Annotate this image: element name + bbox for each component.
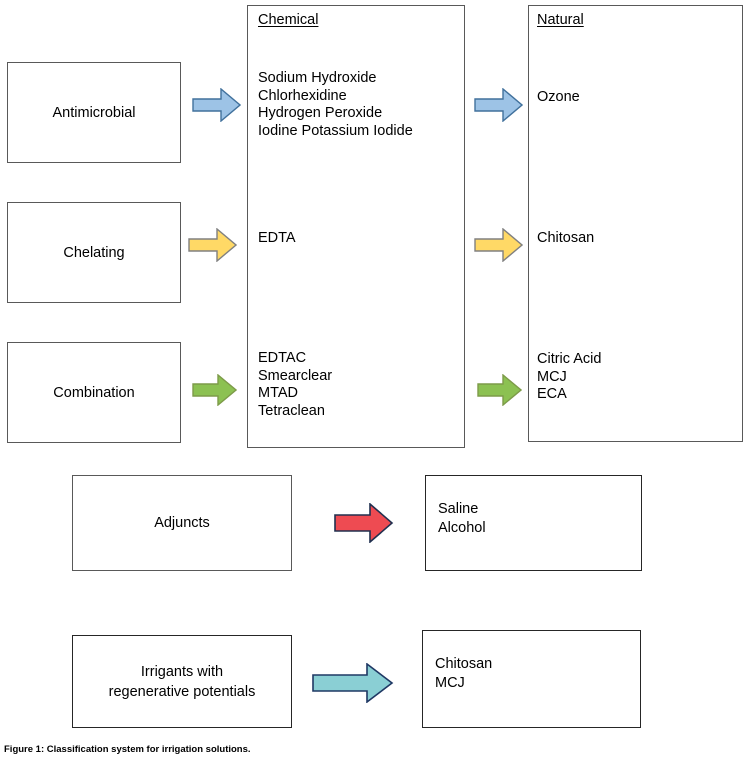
natural-column-box — [528, 5, 743, 442]
category-box-irrigants-regenerative: Irrigants with regenerative potentials — [72, 635, 292, 728]
category-label-antimicrobial: Antimicrobial — [52, 104, 136, 121]
result-box-irrigants-regenerative: Chitosan MCJ — [422, 630, 641, 728]
chemical-column-box — [247, 5, 465, 448]
right-arrow-icon-antimicrobial-natural — [474, 88, 523, 122]
figure-caption-label: Figure 1: — [4, 744, 45, 755]
figure-caption: Figure 1: Classification system for irri… — [4, 744, 251, 756]
right-arrow-icon-combination-chemical — [192, 374, 237, 406]
right-arrow-icon-chelating-chemical — [188, 228, 237, 262]
right-arrow-icon-antimicrobial-chemical — [192, 88, 241, 122]
category-label-adjuncts: Adjuncts — [154, 515, 210, 531]
chemical-items-antimicrobial: Sodium Hydroxide Chlorhexidine Hydrogen … — [258, 70, 413, 139]
right-arrow-icon-irrigants-regenerative — [312, 663, 394, 703]
result-box-adjuncts: Saline Alcohol — [425, 475, 642, 571]
category-label-irrigants-regenerative: Irrigants with regenerative potentials — [108, 663, 256, 700]
natural-column-header: Natural — [537, 12, 584, 28]
category-box-chelating: Chelating — [7, 202, 181, 303]
right-arrow-icon-chelating-natural — [474, 228, 523, 262]
result-items-irrigants-regenerative: Chitosan MCJ — [435, 656, 493, 691]
category-box-antimicrobial: Antimicrobial — [7, 62, 181, 163]
natural-items-chelating: Chitosan — [537, 230, 595, 246]
right-arrow-icon-adjuncts — [334, 503, 394, 543]
chemical-column-header: Chemical — [258, 12, 319, 28]
chemical-items-combination: EDTAC Smearclear MTAD Tetraclean — [258, 350, 333, 419]
category-box-combination: Combination — [7, 342, 181, 443]
natural-items-antimicrobial: Ozone — [537, 89, 580, 105]
chemical-items-chelating: EDTA — [258, 230, 296, 246]
category-box-adjuncts: Adjuncts — [72, 475, 292, 571]
category-label-combination: Combination — [53, 384, 135, 401]
right-arrow-icon-combination-natural — [477, 374, 522, 406]
category-label-chelating: Chelating — [63, 244, 125, 261]
result-items-adjuncts: Saline Alcohol — [438, 501, 486, 536]
figure-caption-text: Classification system for irrigation sol… — [46, 744, 251, 755]
natural-items-combination: Citric Acid MCJ ECA — [537, 351, 602, 402]
